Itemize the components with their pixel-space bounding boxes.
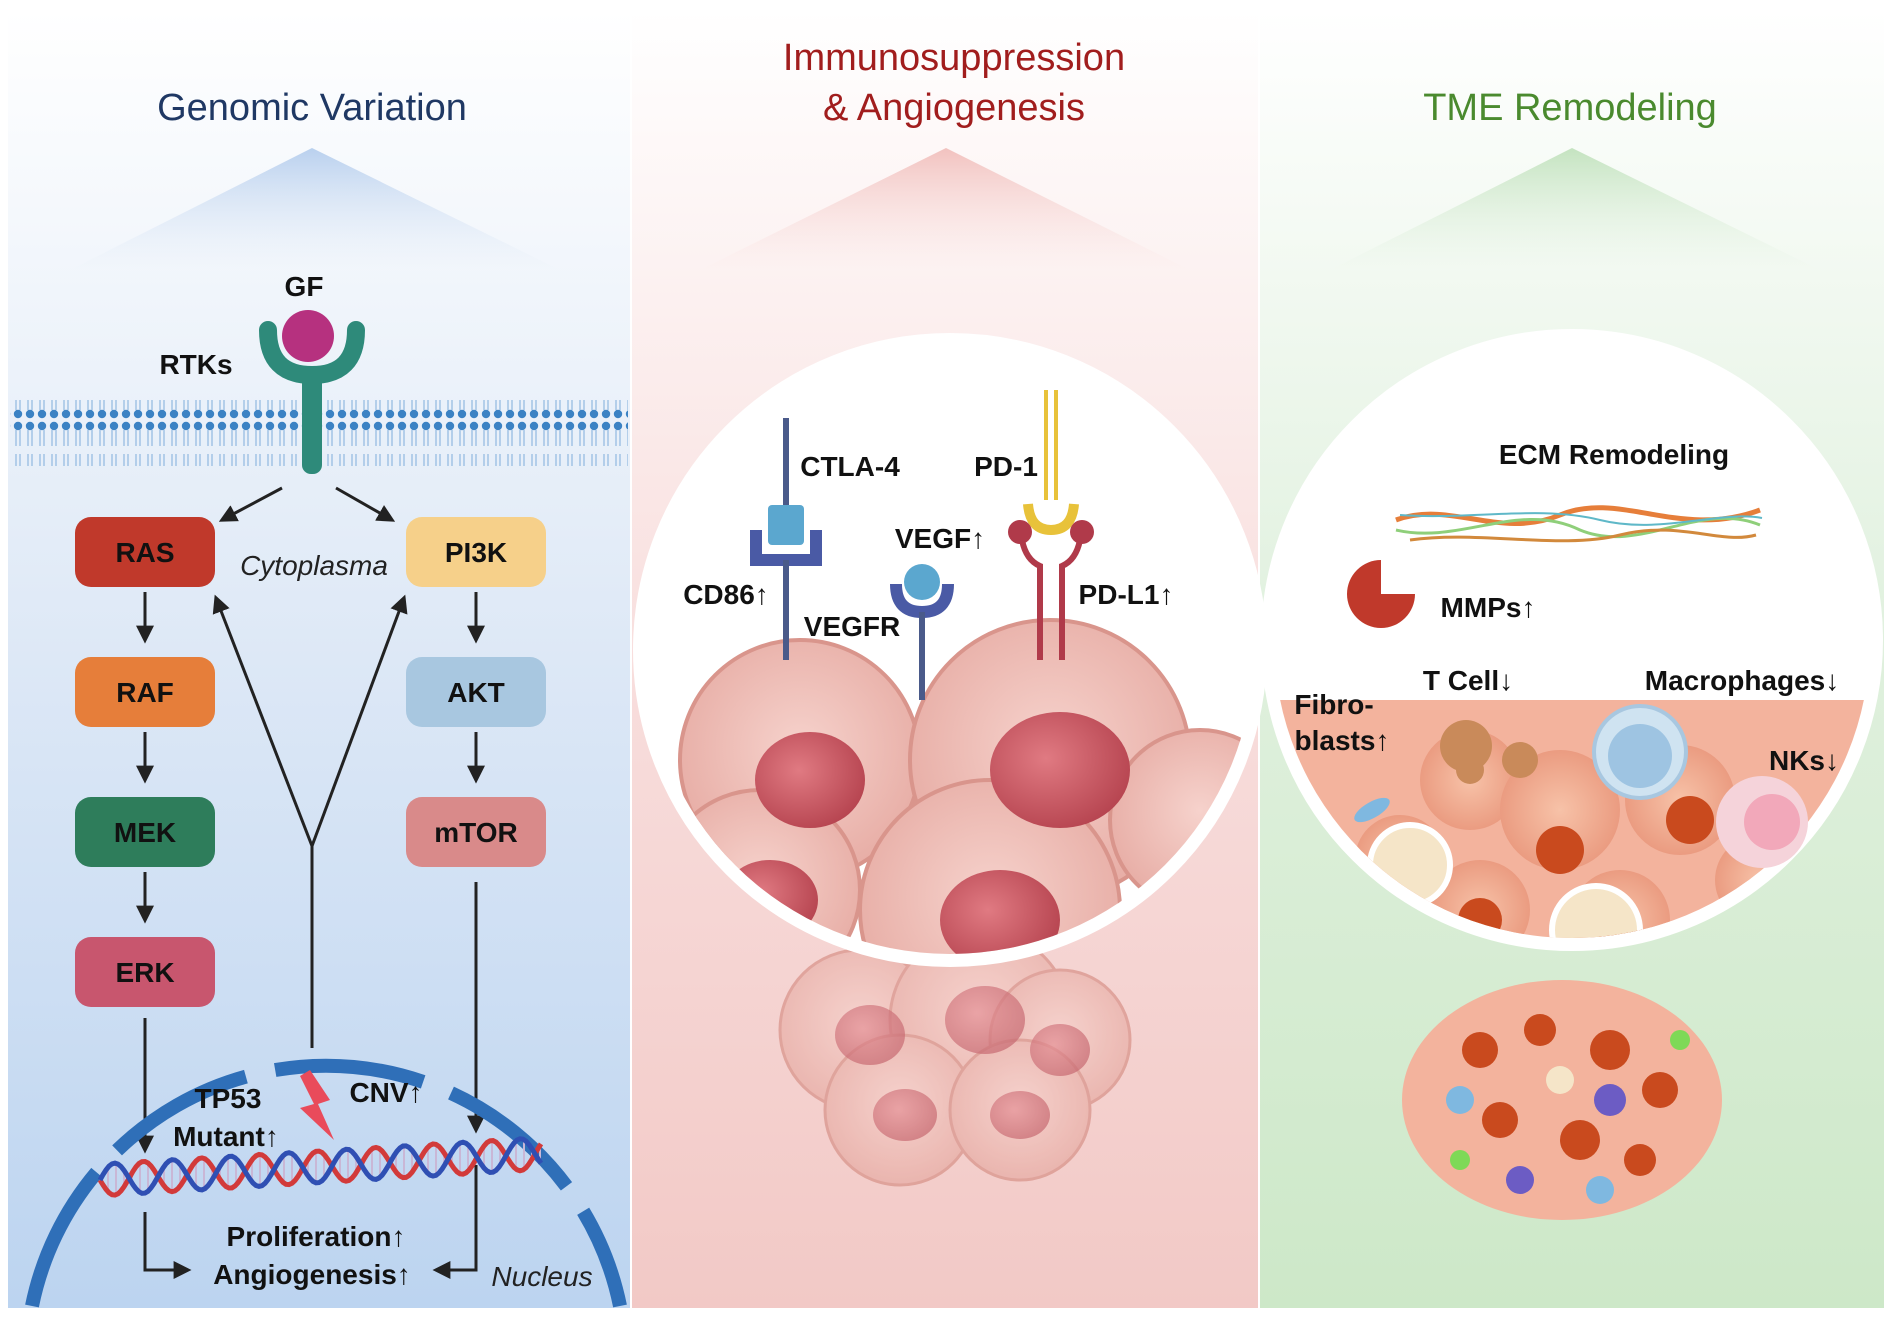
label-fibro-line2: blasts↑ (1295, 725, 1390, 756)
label-cytoplasma: Cytoplasma (240, 550, 388, 581)
tme-zoom-circle-border (1261, 329, 1883, 951)
mmps-icon (1347, 560, 1415, 628)
panel-immuno-triangle (700, 148, 1190, 270)
pd1-pdl1-receptor-icon (1008, 390, 1094, 660)
label-vegf: VEGF↑ (895, 523, 985, 554)
label-cd86: CD86↑ (683, 579, 769, 610)
mapk-erk-label: ERK (115, 957, 174, 988)
label-cnv: CNV↑ (349, 1077, 422, 1108)
label-ctla4: CTLA-4 (800, 451, 900, 482)
panel-immuno-title-line2: & Angiogenesis (823, 87, 1085, 129)
label-ecm: ECM Remodeling (1499, 439, 1729, 470)
pi3k-akt-box (406, 657, 546, 727)
mapk-pathway: RAS RAF MEK ERK (75, 517, 215, 1007)
label-tcell: T Cell↓ (1423, 665, 1513, 696)
pi3k-pi3k-box (406, 517, 546, 587)
growth-factor-icon (282, 310, 334, 362)
arrow-rtk-to-pi3k (335, 486, 396, 522)
pi3k-pi3k-label: PI3K (445, 537, 507, 568)
label-macrophages: Macrophages↓ (1645, 665, 1840, 696)
label-pd1: PD-1 (974, 451, 1038, 482)
mutation-lightning-icon (300, 1070, 334, 1140)
label-gf: GF (285, 271, 324, 302)
panel-tme-triangle (1330, 148, 1820, 270)
label-fibro-line1: Fibro- (1294, 689, 1373, 720)
label-tp53-line2: Mutant↑ (173, 1121, 279, 1152)
panel-genomic-title: Genomic Variation (157, 87, 467, 129)
arrow-mtor-angiogenesis (432, 1165, 478, 1279)
vegf-vegfr-receptor-icon (890, 564, 954, 700)
mapk-erk-box (75, 937, 215, 1007)
label-rtks: RTKs (159, 349, 232, 380)
mapk-ras-box (75, 517, 215, 587)
panel-immuno-title-line1: Immunosuppression (783, 37, 1125, 79)
feedback-arrows (212, 594, 408, 1048)
label-pdl1: PD-L1↑ (1079, 579, 1174, 610)
arrow-rtk-to-ras (218, 486, 283, 522)
panel-tme-title: TME Remodeling (1423, 87, 1717, 129)
label-tp53-line1: TP53 (195, 1083, 262, 1114)
mapk-ras-label: RAS (115, 537, 174, 568)
rtk-receptor-icon (259, 321, 365, 474)
nk-cell-nucleus (1744, 794, 1800, 850)
arrow-erk-proliferation (143, 1212, 192, 1279)
tcell-icon (1440, 720, 1492, 772)
mapk-raf-box (75, 657, 215, 727)
label-mmps: MMPs↑ (1441, 592, 1536, 623)
pi3k-mtor-label: mTOR (434, 817, 518, 848)
macrophage-nucleus (1608, 724, 1672, 788)
pi3k-mtor-box (406, 797, 546, 867)
mapk-mek-box (75, 797, 215, 867)
ctla4-cd86-receptor-icon (750, 418, 822, 660)
label-nucleus: Nucleus (491, 1261, 592, 1292)
label-angiogenesis: Angiogenesis↑ (213, 1259, 411, 1290)
ecm-fibers-icon (1395, 505, 1763, 543)
label-nks: NKs↓ (1769, 745, 1839, 776)
label-proliferation: Proliferation↑ (227, 1221, 406, 1252)
nuclear-envelope (25, 1058, 627, 1308)
panel-genomic-triangle (70, 148, 560, 270)
mapk-raf-label: RAF (116, 677, 174, 708)
mapk-mek-label: MEK (114, 817, 176, 848)
dna-helix-icon (97, 1136, 544, 1198)
tumor-cluster-lower (778, 928, 1132, 1187)
label-vegfr: VEGFR (804, 611, 900, 642)
pi3k-pathway: PI3K AKT mTOR (406, 517, 546, 867)
tme-cluster-lower (1402, 980, 1722, 1220)
pi3k-akt-label: AKT (447, 677, 505, 708)
